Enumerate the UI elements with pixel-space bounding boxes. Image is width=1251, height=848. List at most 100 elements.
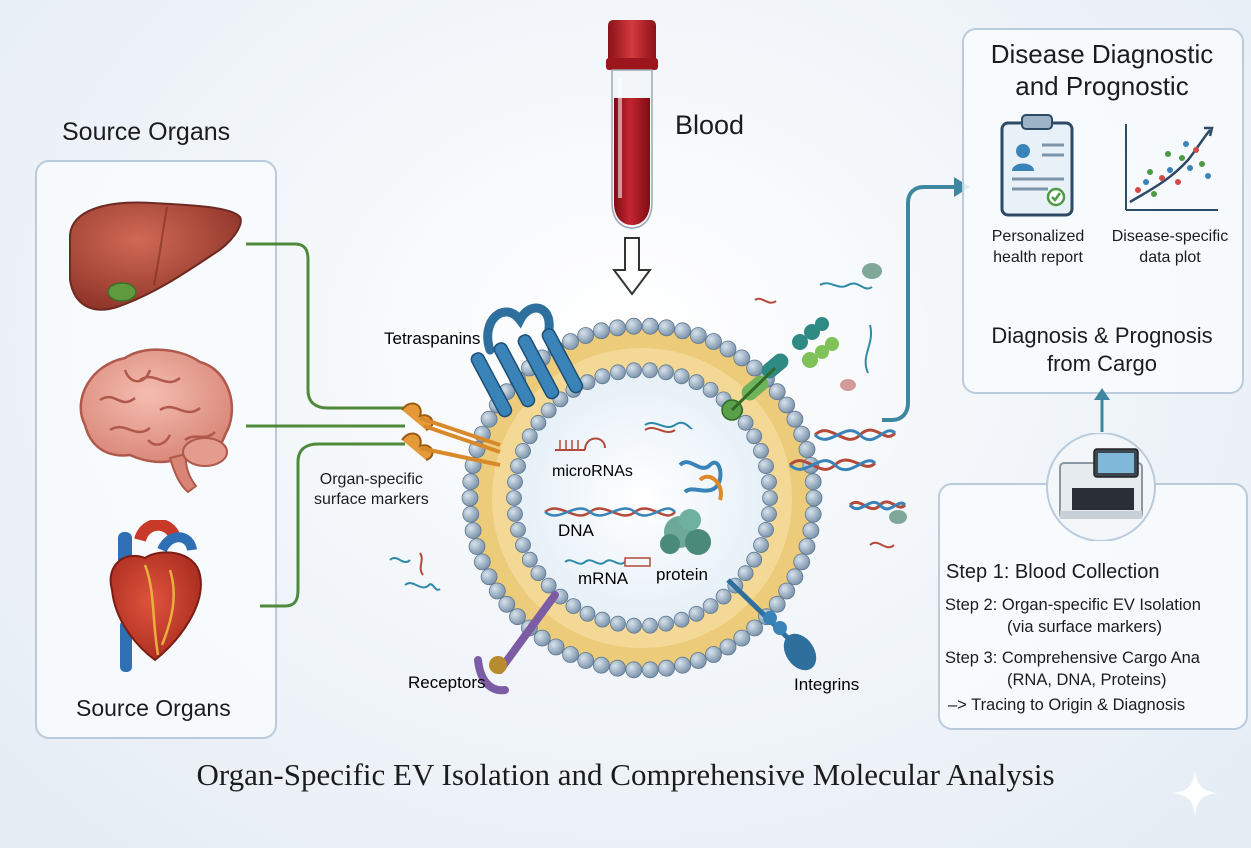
lipid-head xyxy=(515,537,531,554)
lipid-head xyxy=(798,441,816,458)
diagnostic-title: Disease Diagnostic and Prognostic xyxy=(990,39,1214,101)
lipid-head xyxy=(515,442,531,459)
receptor-protein xyxy=(474,591,559,695)
blood-label: Blood xyxy=(675,110,745,140)
lipid-head xyxy=(804,473,822,491)
lipid-head xyxy=(473,553,491,571)
extracellular-vesicle: Tetraspanins microRNAs DNA mRNA protein … xyxy=(384,303,859,695)
step-4: –> Tracing to Origin & Diagnosis xyxy=(948,696,1186,714)
lipid-head xyxy=(689,652,707,669)
lipid-head xyxy=(641,661,659,679)
lipid-head xyxy=(778,582,796,600)
surface-markers-label: Organ-specific surface markers xyxy=(314,471,429,508)
lipid-head xyxy=(510,521,526,538)
lipid-head xyxy=(658,319,675,337)
lipid-head xyxy=(521,428,538,445)
lipid-head xyxy=(533,629,551,647)
lipid-head xyxy=(565,598,582,615)
lipid-head xyxy=(702,382,719,398)
lipid-head xyxy=(592,656,610,674)
lipid-head xyxy=(753,537,769,554)
lipid-head xyxy=(768,595,786,613)
lipid-head xyxy=(758,458,774,475)
free-rna-fragments xyxy=(389,552,441,591)
lipid-head xyxy=(461,489,479,507)
lipid-head xyxy=(530,414,547,431)
step-1: Step 1: Blood Collection xyxy=(946,561,1160,583)
lipid-head xyxy=(674,322,692,340)
lipid-head xyxy=(746,428,763,445)
lipid-head xyxy=(793,425,811,443)
source-organs-footer: Source Organs xyxy=(76,695,231,721)
lipid-head xyxy=(702,598,719,615)
protein-structure-icon xyxy=(678,460,723,501)
lipid-head xyxy=(786,568,804,586)
lipid-head xyxy=(509,608,526,626)
liver-icon xyxy=(69,201,242,311)
free-dna-helices xyxy=(754,263,907,549)
mrna-icon xyxy=(564,557,651,567)
lipid-head xyxy=(737,565,754,582)
lipid-head xyxy=(610,364,626,381)
lipid-head xyxy=(609,659,626,677)
transmembrane-protein xyxy=(721,317,839,421)
lipid-head xyxy=(719,340,737,358)
mrna-label: mRNA xyxy=(578,569,629,588)
lipid-head xyxy=(746,619,764,637)
dna-label: DNA xyxy=(558,521,595,540)
lipid-head xyxy=(798,538,816,555)
lipid-head xyxy=(753,442,769,459)
lipid-head xyxy=(540,577,557,594)
step-3: Step 3: Comprehensive Cargo Ana (RNA, DN… xyxy=(945,649,1200,689)
lipid-head xyxy=(625,661,643,679)
lipid-head xyxy=(468,538,486,555)
lipid-head xyxy=(705,333,722,350)
lipid-head xyxy=(761,474,777,490)
lipid-head xyxy=(786,410,804,428)
heart-icon xyxy=(109,520,202,672)
lipid-head xyxy=(705,646,722,663)
integrin-protein xyxy=(726,578,817,671)
lipid-head xyxy=(802,522,820,540)
health-report-label: Personalized health report xyxy=(991,228,1085,266)
microrna-label: microRNAs xyxy=(552,463,633,480)
lipid-head xyxy=(733,629,751,647)
lipid-head xyxy=(658,615,674,632)
microrna-icon xyxy=(555,437,606,451)
lipid-head xyxy=(507,474,523,490)
lipid-head xyxy=(521,551,538,568)
lipid-head xyxy=(658,659,675,677)
lipid-head xyxy=(719,638,737,656)
lipid-head xyxy=(506,490,522,506)
lipid-head xyxy=(510,458,526,475)
figure-title: Organ-Specific EV Isolation and Comprehe… xyxy=(196,757,1055,792)
lipid-head xyxy=(540,402,557,419)
lipid-head xyxy=(768,383,786,401)
lipid-head xyxy=(507,506,523,522)
lipid-head xyxy=(642,617,658,634)
step-2: Step 2: Organ-specific EV Isolation (via… xyxy=(945,596,1201,636)
protein-icon xyxy=(660,509,711,555)
protein-label: protein xyxy=(656,565,708,584)
lipid-head xyxy=(674,656,692,674)
lipid-head xyxy=(642,362,658,379)
flow-arrow-to-diagnostic xyxy=(882,177,970,422)
sparkle-icon xyxy=(1172,770,1218,816)
lipid-head xyxy=(626,617,642,634)
health-report-icon xyxy=(1000,114,1074,217)
lipid-head xyxy=(498,595,516,613)
analyzer-machine-icon xyxy=(1046,433,1156,541)
lipid-head xyxy=(594,368,611,385)
lipid-head xyxy=(626,362,642,379)
lipid-head xyxy=(592,322,610,340)
surface-marker-protein xyxy=(401,402,501,467)
lipid-head xyxy=(610,615,626,632)
lipid-head xyxy=(793,553,811,571)
lipid-head xyxy=(462,505,480,523)
lipid-head xyxy=(688,605,705,622)
lipid-head xyxy=(761,506,777,522)
blood-tube-icon xyxy=(606,20,658,229)
lipid-head xyxy=(746,551,763,568)
lipid-head xyxy=(804,505,822,523)
lipid-head xyxy=(762,490,778,506)
